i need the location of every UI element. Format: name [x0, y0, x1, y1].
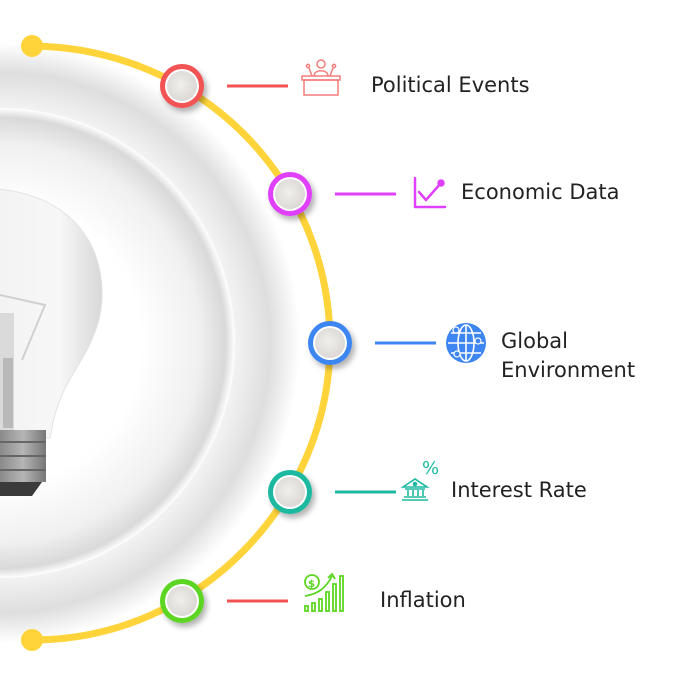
label-economic-data: Economic Data: [461, 180, 620, 204]
label-interest-rate: Interest Rate: [451, 478, 587, 502]
lightbulb-icon: [0, 188, 103, 496]
dollar-growth-bars-icon: [304, 572, 344, 612]
node-interest-rate[interactable]: [268, 470, 312, 514]
arc-start-dot: [21, 35, 43, 57]
podium-speaker-icon: [301, 59, 341, 96]
percent-glyph: %: [422, 458, 439, 479]
bank-percent-icon: [400, 478, 430, 501]
line-chart-icon: [413, 176, 447, 209]
node-global-environment[interactable]: [308, 321, 352, 365]
label-global-line2: Environment: [501, 358, 636, 382]
node-economic-data[interactable]: [268, 172, 312, 216]
arc-end-dot: [21, 629, 43, 651]
label-inflation: Inflation: [380, 588, 466, 612]
globe-people-icon: [446, 323, 486, 363]
label-political-events: Political Events: [371, 73, 530, 97]
label-global-line1: Global: [501, 329, 568, 353]
dollar-glyph: $: [308, 579, 315, 590]
label-global-environment: Global Environment: [501, 327, 635, 385]
node-inflation[interactable]: [160, 579, 204, 623]
node-political-events[interactable]: [160, 64, 204, 108]
